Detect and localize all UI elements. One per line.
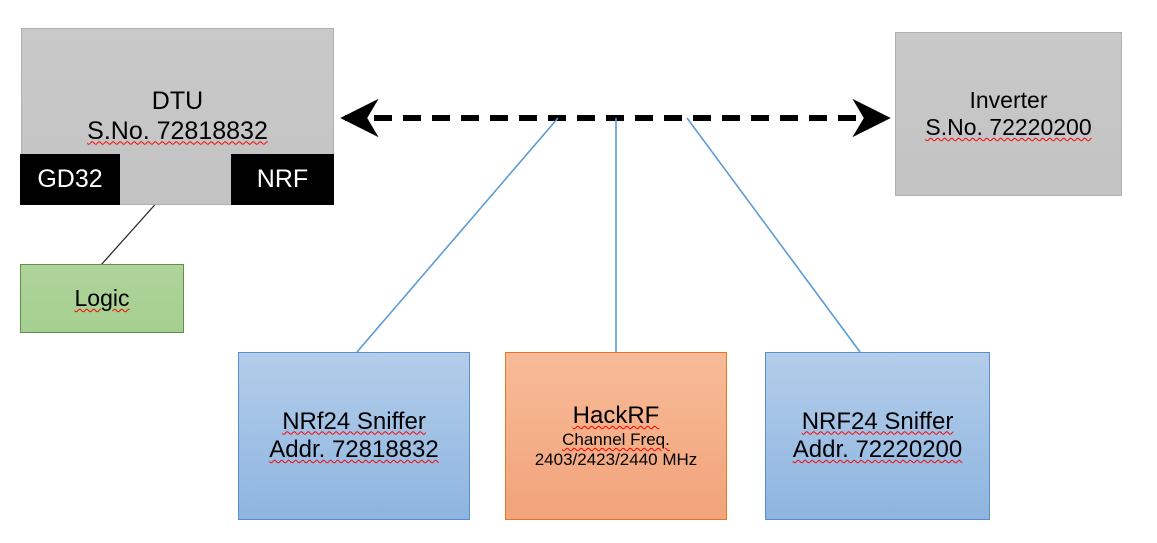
link-sniffer-right — [686, 117, 861, 353]
node-sniffer-left-title: NRf24 Sniffer — [282, 407, 426, 435]
node-hackrf-frequencies: 2403/2423/2440 MHz — [534, 450, 698, 470]
node-sniffer-right-title: NRF24 Sniffer — [801, 407, 954, 435]
node-sniffer-left[interactable]: NRf24 Sniffer Addr. 72818832 — [238, 352, 470, 520]
node-sniffer-right-addr: Addr. 72220200 — [792, 436, 963, 463]
link-sniffer-left — [356, 117, 559, 353]
node-inverter-serial: S.No. 72220200 — [925, 114, 1092, 140]
node-nrf-label: NRF — [256, 165, 309, 193]
node-sniffer-left-addr: Addr. 72818832 — [269, 436, 439, 463]
node-hackrf[interactable]: HackRF Channel Freq. 2403/2423/2440 MHz — [505, 352, 727, 520]
node-gd32-label: GD32 — [37, 165, 103, 193]
node-nrf[interactable]: NRF — [231, 154, 334, 205]
node-logic[interactable]: Logic — [20, 264, 184, 333]
node-sniffer-right[interactable]: NRF24 Sniffer Addr. 72220200 — [765, 352, 990, 520]
node-logic-label: Logic — [74, 284, 130, 311]
node-dtu-title: DTU — [151, 87, 204, 115]
node-gd32[interactable]: GD32 — [20, 154, 120, 205]
node-hackrf-channel-label: Channel Freq. — [562, 430, 670, 450]
node-hackrf-title: HackRF — [572, 401, 660, 429]
node-dtu-serial: S.No. 72818832 — [87, 116, 268, 145]
node-inverter-title: Inverter — [969, 86, 1048, 113]
node-inverter[interactable]: Inverter S.No. 72220200 — [895, 32, 1122, 196]
